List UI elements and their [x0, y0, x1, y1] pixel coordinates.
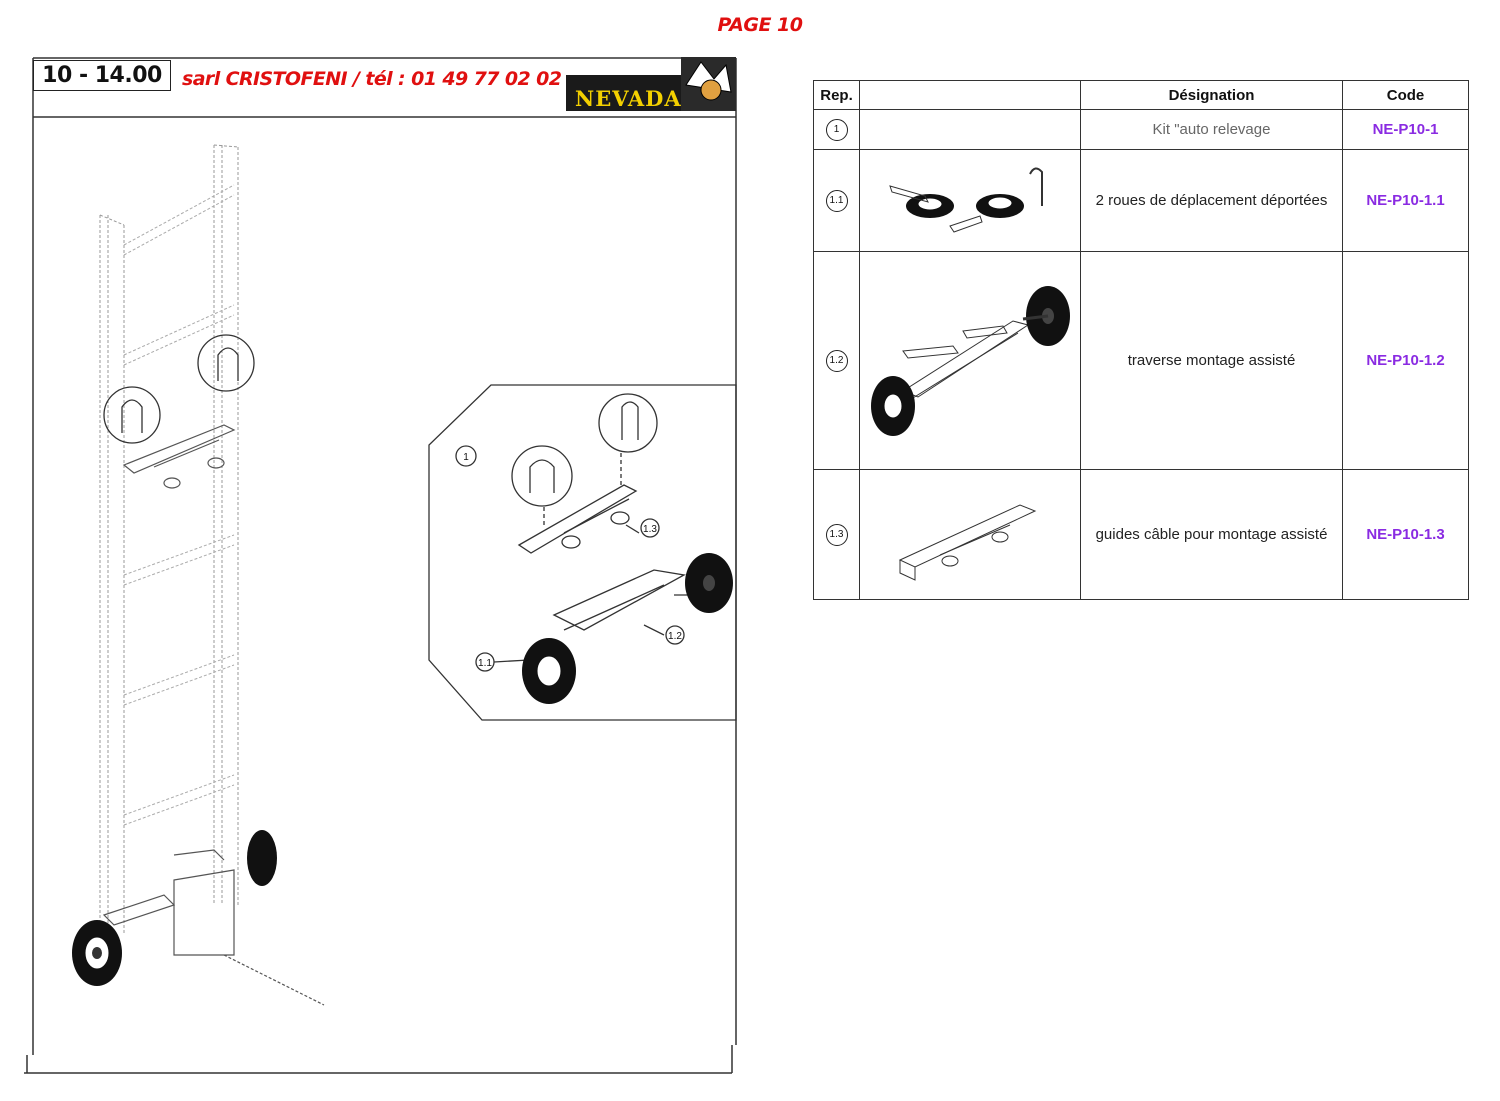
model-code: 10 - 14.00 — [33, 60, 171, 91]
callout-1-2: 1.2 — [668, 631, 682, 642]
table-row: 1 Kit "auto relevage NE-P10-1 — [813, 109, 1469, 150]
parts-table: Rep. Désignation Code 1 Kit "auto releva… — [813, 80, 1469, 600]
part-code: NE-P10-1.1 — [1342, 149, 1469, 252]
part-code: NE-P10-1.3 — [1342, 469, 1469, 600]
callout-1-1: 1.1 — [478, 658, 492, 669]
cable-guide-illustration — [898, 503, 1037, 581]
header-rep: Rep. — [813, 80, 860, 110]
wheels-illustration — [889, 167, 1043, 233]
part-image — [859, 251, 1081, 470]
page-title: PAGE 10 — [717, 14, 803, 36]
part-image-empty — [859, 109, 1081, 150]
nevada-logo — [566, 57, 736, 111]
header-code: Code — [1342, 80, 1469, 110]
traverse-illustration — [870, 285, 1070, 436]
callout-1-3: 1.3 — [643, 524, 657, 535]
part-designation: guides câble pour montage assisté — [1080, 469, 1343, 600]
part-designation: 2 roues de déplacement déportées — [1080, 149, 1343, 252]
part-designation: Kit "auto relevage — [1080, 109, 1343, 150]
rep-marker: 1 — [825, 118, 848, 141]
part-code: NE-P10-1 — [1342, 109, 1469, 150]
rep-marker: 1.1 — [825, 189, 848, 212]
company-contact: sarl CRISTOFENI / tél : 01 49 77 02 02 — [182, 68, 562, 90]
part-code: NE-P10-1.2 — [1342, 251, 1469, 470]
part-designation: traverse montage assisté — [1080, 251, 1343, 470]
rep-marker: 1.2 — [825, 349, 848, 372]
table-header-row: Rep. Désignation Code — [813, 80, 1469, 110]
header-designation: Désignation — [1080, 80, 1343, 110]
part-image — [859, 469, 1081, 600]
table-row: 1.2 traverse montage assisté NE-P10-1.2 — [813, 251, 1469, 470]
rep-marker: 1.3 — [825, 523, 848, 546]
table-row: 1.3 guides câble pour montage assisté NE… — [813, 469, 1469, 600]
header-image — [859, 80, 1081, 110]
part-image — [859, 149, 1081, 252]
brand-name: NEVADA — [575, 86, 682, 111]
assembly-drawing: 1 1.3 1.2 1.1 — [24, 57, 737, 1074]
table-row: 1.1 2 roues de déplacement déportées NE-… — [813, 149, 1469, 252]
detail-marker: 1 — [463, 452, 469, 463]
